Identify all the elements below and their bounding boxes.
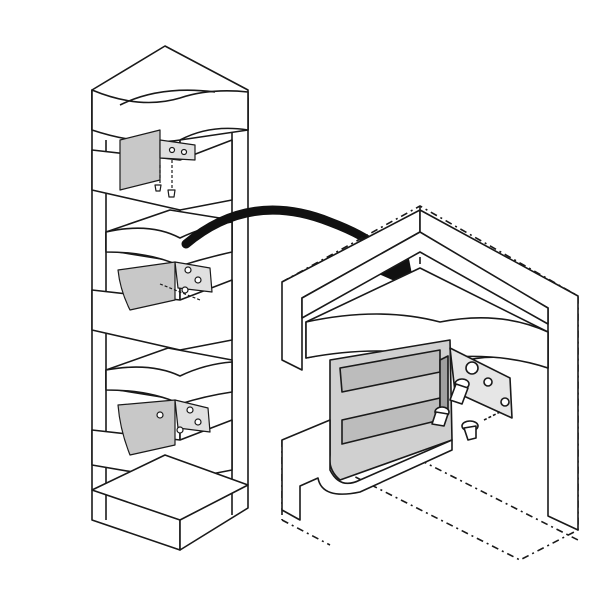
shelf-bracket-middle xyxy=(117,261,213,311)
cabinet-base xyxy=(91,454,249,521)
detail-view-bracket-installation xyxy=(281,205,579,561)
shelf-bracket-bottom xyxy=(117,399,211,456)
detail-shelf-bracket xyxy=(281,339,513,521)
screw-3 xyxy=(461,411,501,441)
middle-shelf-upper xyxy=(105,347,233,405)
shelf-bracket-top xyxy=(119,129,196,198)
detail-top-inner xyxy=(301,231,549,325)
cabinet-top-curve xyxy=(119,89,216,106)
detail-screws xyxy=(431,378,501,441)
screw-2 xyxy=(431,406,450,427)
screw-1 xyxy=(449,378,470,405)
